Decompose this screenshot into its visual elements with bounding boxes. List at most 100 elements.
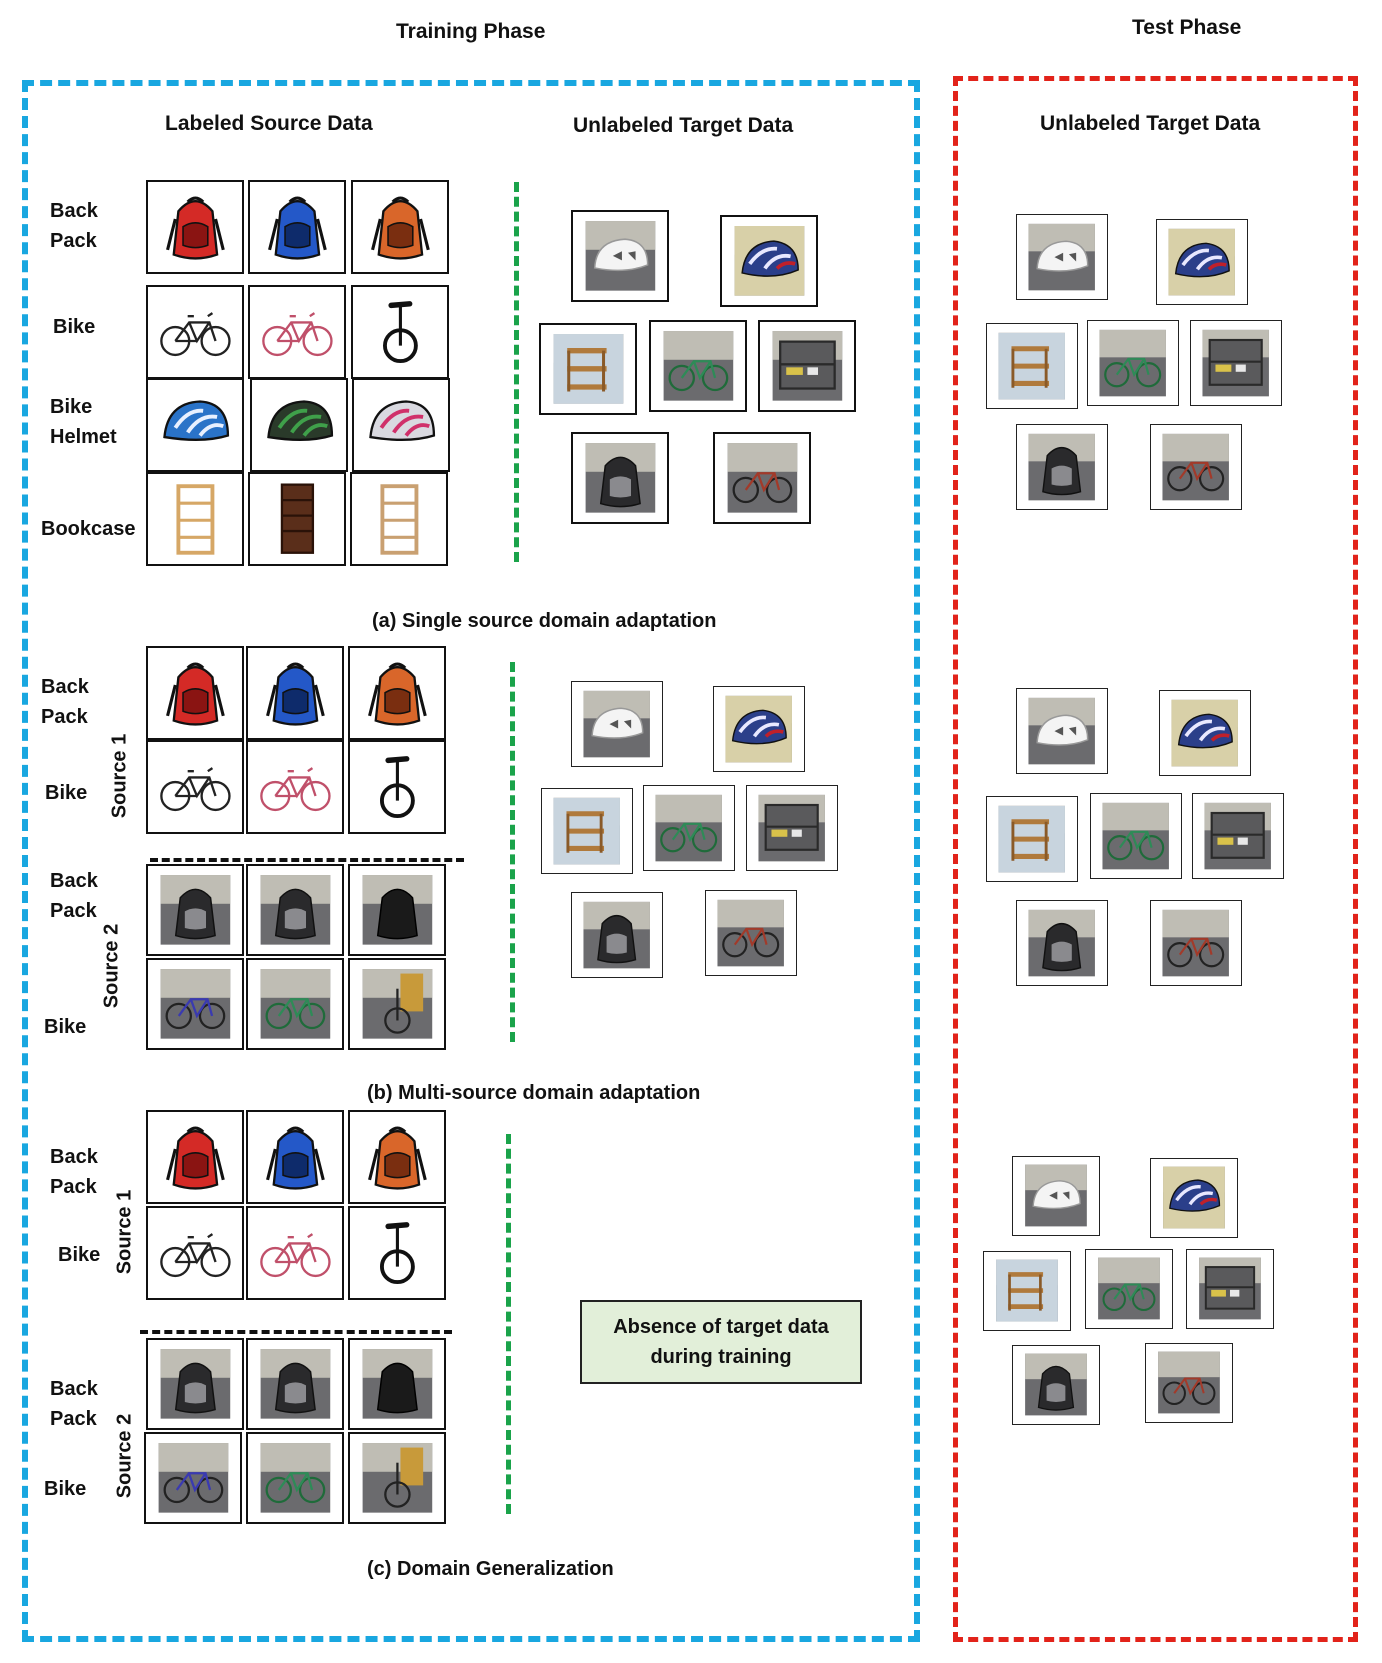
- image-tile: [1150, 1158, 1238, 1238]
- wall-shelf-photo-icon: [987, 797, 1077, 881]
- image-tile: [1016, 424, 1108, 510]
- image-tile: [1012, 1345, 1100, 1425]
- bike-photo-icon: [350, 960, 444, 1048]
- image-tile: [746, 785, 838, 871]
- image-tile: [246, 1206, 344, 1300]
- helmet-icon: [354, 380, 448, 470]
- label-bike: Bike: [44, 1478, 87, 1500]
- bike-photo-icon: [1151, 425, 1241, 509]
- image-tile: [643, 785, 735, 871]
- helmet-photo-icon: [722, 217, 816, 305]
- label-pack: Pack: [50, 900, 97, 922]
- image-tile: [1190, 320, 1282, 406]
- image-tile: [146, 864, 244, 956]
- image-tile: [146, 180, 244, 274]
- image-tile: [571, 892, 663, 978]
- helmet-photo-icon: [1160, 691, 1250, 775]
- image-tile: [541, 788, 633, 874]
- backpack-blue-icon: [250, 182, 344, 272]
- bookcase-icon: [148, 474, 242, 564]
- helmet-photo-icon: [573, 212, 667, 300]
- source-target-separator: [506, 1134, 511, 1514]
- cabinet-photo-icon: [1187, 1250, 1273, 1328]
- backpack-dark-photo-icon: [350, 1340, 444, 1428]
- source-divider: [140, 1330, 452, 1334]
- test-phase-frame: [953, 76, 1358, 1642]
- cabinet-photo-icon: [760, 322, 854, 410]
- image-tile: [571, 681, 663, 767]
- bookcase-icon: [352, 474, 446, 564]
- image-tile: [248, 285, 346, 379]
- backpack-orange-icon: [350, 1112, 444, 1202]
- image-tile: [248, 472, 346, 566]
- backpack-dark-photo-icon: [350, 866, 444, 954]
- image-tile: [1150, 900, 1242, 986]
- image-tile: [1012, 1156, 1100, 1236]
- image-tile: [248, 180, 346, 274]
- label-bookcase: Bookcase: [41, 518, 136, 540]
- image-tile: [649, 320, 747, 412]
- image-tile: [348, 646, 446, 740]
- bike-photo-icon: [651, 322, 745, 410]
- image-tile: [1016, 900, 1108, 986]
- cabinet-photo-icon: [747, 786, 837, 870]
- image-tile: [146, 740, 244, 834]
- label-back: Back: [50, 200, 98, 222]
- test-phase-title: Test Phase: [1132, 16, 1242, 39]
- label-bike: Bike: [58, 1244, 101, 1266]
- labeled-source-heading: Labeled Source Data: [165, 112, 373, 135]
- bike-photo-icon: [1151, 901, 1241, 985]
- backpack-dark-photo-icon: [573, 434, 667, 522]
- caption-single-source: (a) Single source domain adaptation: [372, 610, 717, 632]
- backpack-orange-icon: [350, 648, 444, 738]
- label-bike: Bike: [50, 396, 93, 418]
- image-tile: [348, 1432, 446, 1524]
- image-tile: [246, 1110, 344, 1204]
- bike-photo-icon: [148, 960, 242, 1048]
- image-tile: [246, 864, 344, 956]
- image-tile: [986, 323, 1078, 409]
- image-tile: [1087, 320, 1179, 406]
- image-tile: [1159, 690, 1251, 776]
- absence-note-line-2: during training: [650, 1346, 792, 1368]
- label-pack: Pack: [41, 706, 88, 728]
- wall-shelf-photo-icon: [987, 324, 1077, 408]
- bicycle-icon: [248, 742, 342, 832]
- bike-photo-icon: [706, 891, 796, 975]
- image-tile: [146, 378, 244, 472]
- image-tile: [713, 432, 811, 524]
- image-tile: [713, 686, 805, 772]
- image-tile: [352, 378, 450, 472]
- backpack-orange-icon: [353, 182, 447, 272]
- bike-photo-icon: [146, 1434, 240, 1522]
- source-divider: [150, 858, 464, 862]
- bike-photo-icon: [248, 1434, 342, 1522]
- training-phase-title: Training Phase: [396, 20, 546, 43]
- caption-multi-source: (b) Multi-source domain adaptation: [367, 1082, 701, 1104]
- caption-domain-generalization: (c) Domain Generalization: [367, 1558, 614, 1580]
- image-tile: [1016, 688, 1108, 774]
- image-tile: [986, 796, 1078, 882]
- label-bike: Bike: [45, 782, 88, 804]
- image-tile: [1186, 1249, 1274, 1329]
- bicycle-icon: [248, 1208, 342, 1298]
- bookcase-icon: [250, 474, 344, 564]
- bike-photo-icon: [1086, 1250, 1172, 1328]
- image-tile: [146, 1206, 244, 1300]
- bicycle-icon: [148, 1208, 242, 1298]
- image-tile: [705, 890, 797, 976]
- bicycle-icon: [148, 287, 242, 377]
- absence-note-line-1: Absence of target data: [613, 1316, 829, 1338]
- label-back: Back: [50, 1378, 98, 1400]
- image-tile: [1090, 793, 1182, 879]
- helmet-icon: [148, 380, 242, 470]
- label-back: Back: [50, 870, 98, 892]
- backpack-dark-photo-icon: [1013, 1346, 1099, 1424]
- label-pack: Pack: [50, 230, 97, 252]
- backpack-dark-photo-icon: [572, 893, 662, 977]
- helmet-photo-icon: [1017, 215, 1107, 299]
- helmet-photo-icon: [572, 682, 662, 766]
- image-tile: [1016, 214, 1108, 300]
- source-1-label: Source 1: [108, 733, 131, 819]
- bike-photo-icon: [1088, 321, 1178, 405]
